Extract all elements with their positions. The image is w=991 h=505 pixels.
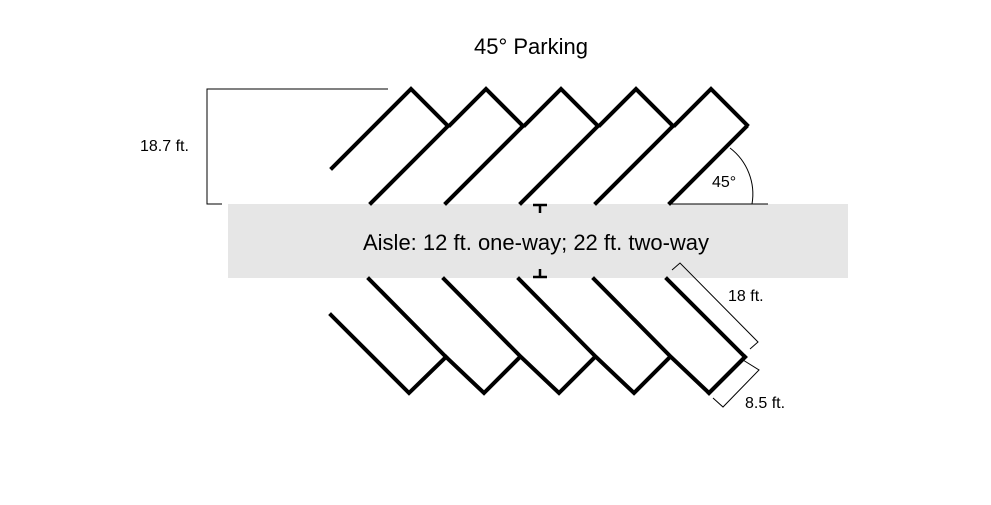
top-stall-line <box>368 124 450 206</box>
stall-width-dimension <box>712 359 760 408</box>
top-stall-line <box>672 86 750 128</box>
stall-width-label: 8.5 ft. <box>745 395 786 412</box>
bottom-stall-line <box>328 312 449 396</box>
stall-length-label: 18 ft. <box>728 288 764 305</box>
bottom-stall-line <box>441 276 598 396</box>
angle-arc <box>729 147 754 205</box>
bottom-stall-line <box>664 276 748 396</box>
angle-label: 45° <box>712 174 737 191</box>
top-stall-line <box>597 86 675 128</box>
aisle-band <box>228 204 848 278</box>
row-depth-bracket <box>206 88 388 205</box>
top-stall-line <box>518 124 600 206</box>
row-depth-label: 18.7 ft. <box>140 138 189 155</box>
aisle-label: Aisle: 12 ft. one-way; 22 ft. two-way <box>363 230 710 255</box>
top-stall-line <box>329 86 450 171</box>
bottom-stall-line <box>366 276 523 396</box>
top-stall-line <box>667 124 749 206</box>
top-stall-line <box>593 124 675 206</box>
bottom-stall-line <box>516 276 673 396</box>
top-stall-line <box>443 124 525 206</box>
stall-length-dimension <box>671 262 759 350</box>
top-stall-line <box>447 86 525 128</box>
top-stall-line <box>522 86 600 128</box>
diagram-title: 45° Parking <box>474 34 588 59</box>
